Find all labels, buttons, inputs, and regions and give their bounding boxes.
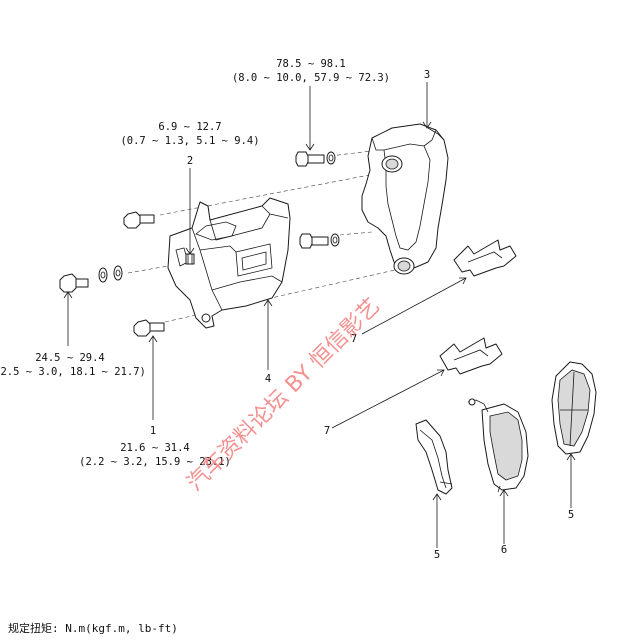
part-number-1: 1 — [150, 425, 156, 437]
torque-bottom-kgf-lbft: (2.2 ~ 3.2, 15.9 ~ 23.1) — [79, 456, 231, 468]
assembly-guide-lines — [127, 149, 396, 323]
brake-pad-inner — [467, 398, 529, 493]
leader-lines — [63, 82, 576, 548]
torque-left-nm: 24.5 ~ 29.4 — [35, 352, 105, 364]
part-number-4: 4 — [265, 373, 271, 385]
part-number-3: 3 — [424, 69, 430, 81]
guide-bolt-upper — [123, 211, 155, 229]
bleeder-screw — [185, 253, 195, 265]
torque-callout-bottom: 21.6 ~ 31.4 (2.2 ~ 3.2, 15.9 ~ 23.1) — [79, 442, 231, 468]
part-number-7-lower: 7 — [324, 425, 330, 437]
part-number-2: 2 — [187, 155, 193, 167]
part-number-5-shim: 5 — [434, 549, 440, 561]
guide-bolt-lower — [133, 319, 165, 337]
part-number-7-upper: 7 — [351, 333, 357, 345]
guide-bolt-left — [59, 265, 123, 293]
pad-retainer-clip-upper — [453, 239, 517, 277]
torque-upper-left-kgf-lbft: (0.7 ~ 1.3, 5.1 ~ 9.4) — [120, 135, 259, 147]
carrier-bolt-top — [295, 151, 336, 167]
torque-upper-left-nm: 6.9 ~ 12.7 — [158, 121, 221, 133]
part-number-labels: 2 3 4 1 7 7 5 6 5 — [150, 69, 574, 561]
torque-callout-left: 24.5 ~ 29.4 (2.5 ~ 3.0, 18.1 ~ 21.7) — [0, 352, 146, 378]
part-number-6-inner: 6 — [501, 544, 507, 556]
torque-top-kgf-lbft: (8.0 ~ 10.0, 57.9 ~ 72.3) — [232, 72, 390, 84]
torque-callout-upper-left: 6.9 ~ 12.7 (0.7 ~ 1.3, 5.1 ~ 9.4) — [120, 121, 259, 147]
caliper-carrier-bracket — [361, 123, 449, 275]
pad-retainer-clip-lower — [439, 337, 503, 375]
torque-left-kgf-lbft: (2.5 ~ 3.0, 18.1 ~ 21.7) — [0, 366, 146, 378]
torque-bottom-nm: 21.6 ~ 31.4 — [120, 442, 190, 454]
torque-top-nm: 78.5 ~ 98.1 — [276, 58, 346, 70]
carrier-bolt-middle — [299, 233, 340, 249]
pad-shim — [415, 419, 453, 495]
torque-callout-top: 78.5 ~ 98.1 (8.0 ~ 10.0, 57.9 ~ 72.3) — [232, 58, 390, 84]
brake-pad-outer — [551, 361, 597, 455]
caliper-body — [167, 197, 291, 329]
torque-unit-footnote: 规定扭矩: N.m(kgf.m, lb-ft) — [8, 621, 178, 635]
part-number-5-outer: 5 — [568, 509, 574, 521]
